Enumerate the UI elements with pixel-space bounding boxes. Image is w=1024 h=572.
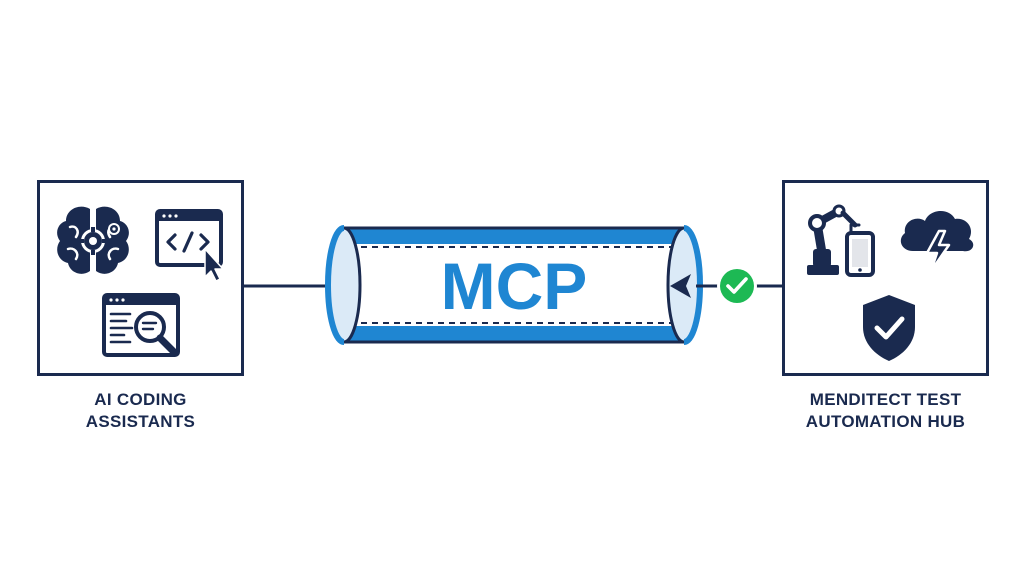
right-caption-line2: AUTOMATION HUB: [805, 412, 966, 431]
shield-check-icon: [863, 295, 915, 361]
left-caption-line2: ASSISTANTS: [85, 412, 196, 431]
test-automation-hub-caption: MENDITECT TEST AUTOMATION HUB: [772, 389, 999, 433]
robot-arm-tablet-icon: [807, 204, 875, 277]
code-window-cursor-icon: [155, 209, 224, 282]
brain-gear-icon: [57, 206, 129, 274]
right-arrow: [670, 266, 782, 306]
right-panel-icons: [807, 204, 974, 361]
test-automation-hub-panel: [782, 180, 989, 376]
code-search-icon: [102, 293, 180, 357]
left-caption-line1: AI CODING: [94, 390, 187, 409]
check-circle-icon: [720, 269, 754, 303]
right-caption-line1: MENDITECT TEST: [809, 390, 962, 409]
mcp-label: MCP: [441, 249, 588, 323]
ai-coding-assistants-caption: AI CODING ASSISTANTS: [37, 389, 244, 433]
cloud-lightning-icon: [900, 210, 974, 273]
ai-coding-assistants-panel: [37, 180, 244, 376]
left-panel-icons: [57, 206, 224, 357]
